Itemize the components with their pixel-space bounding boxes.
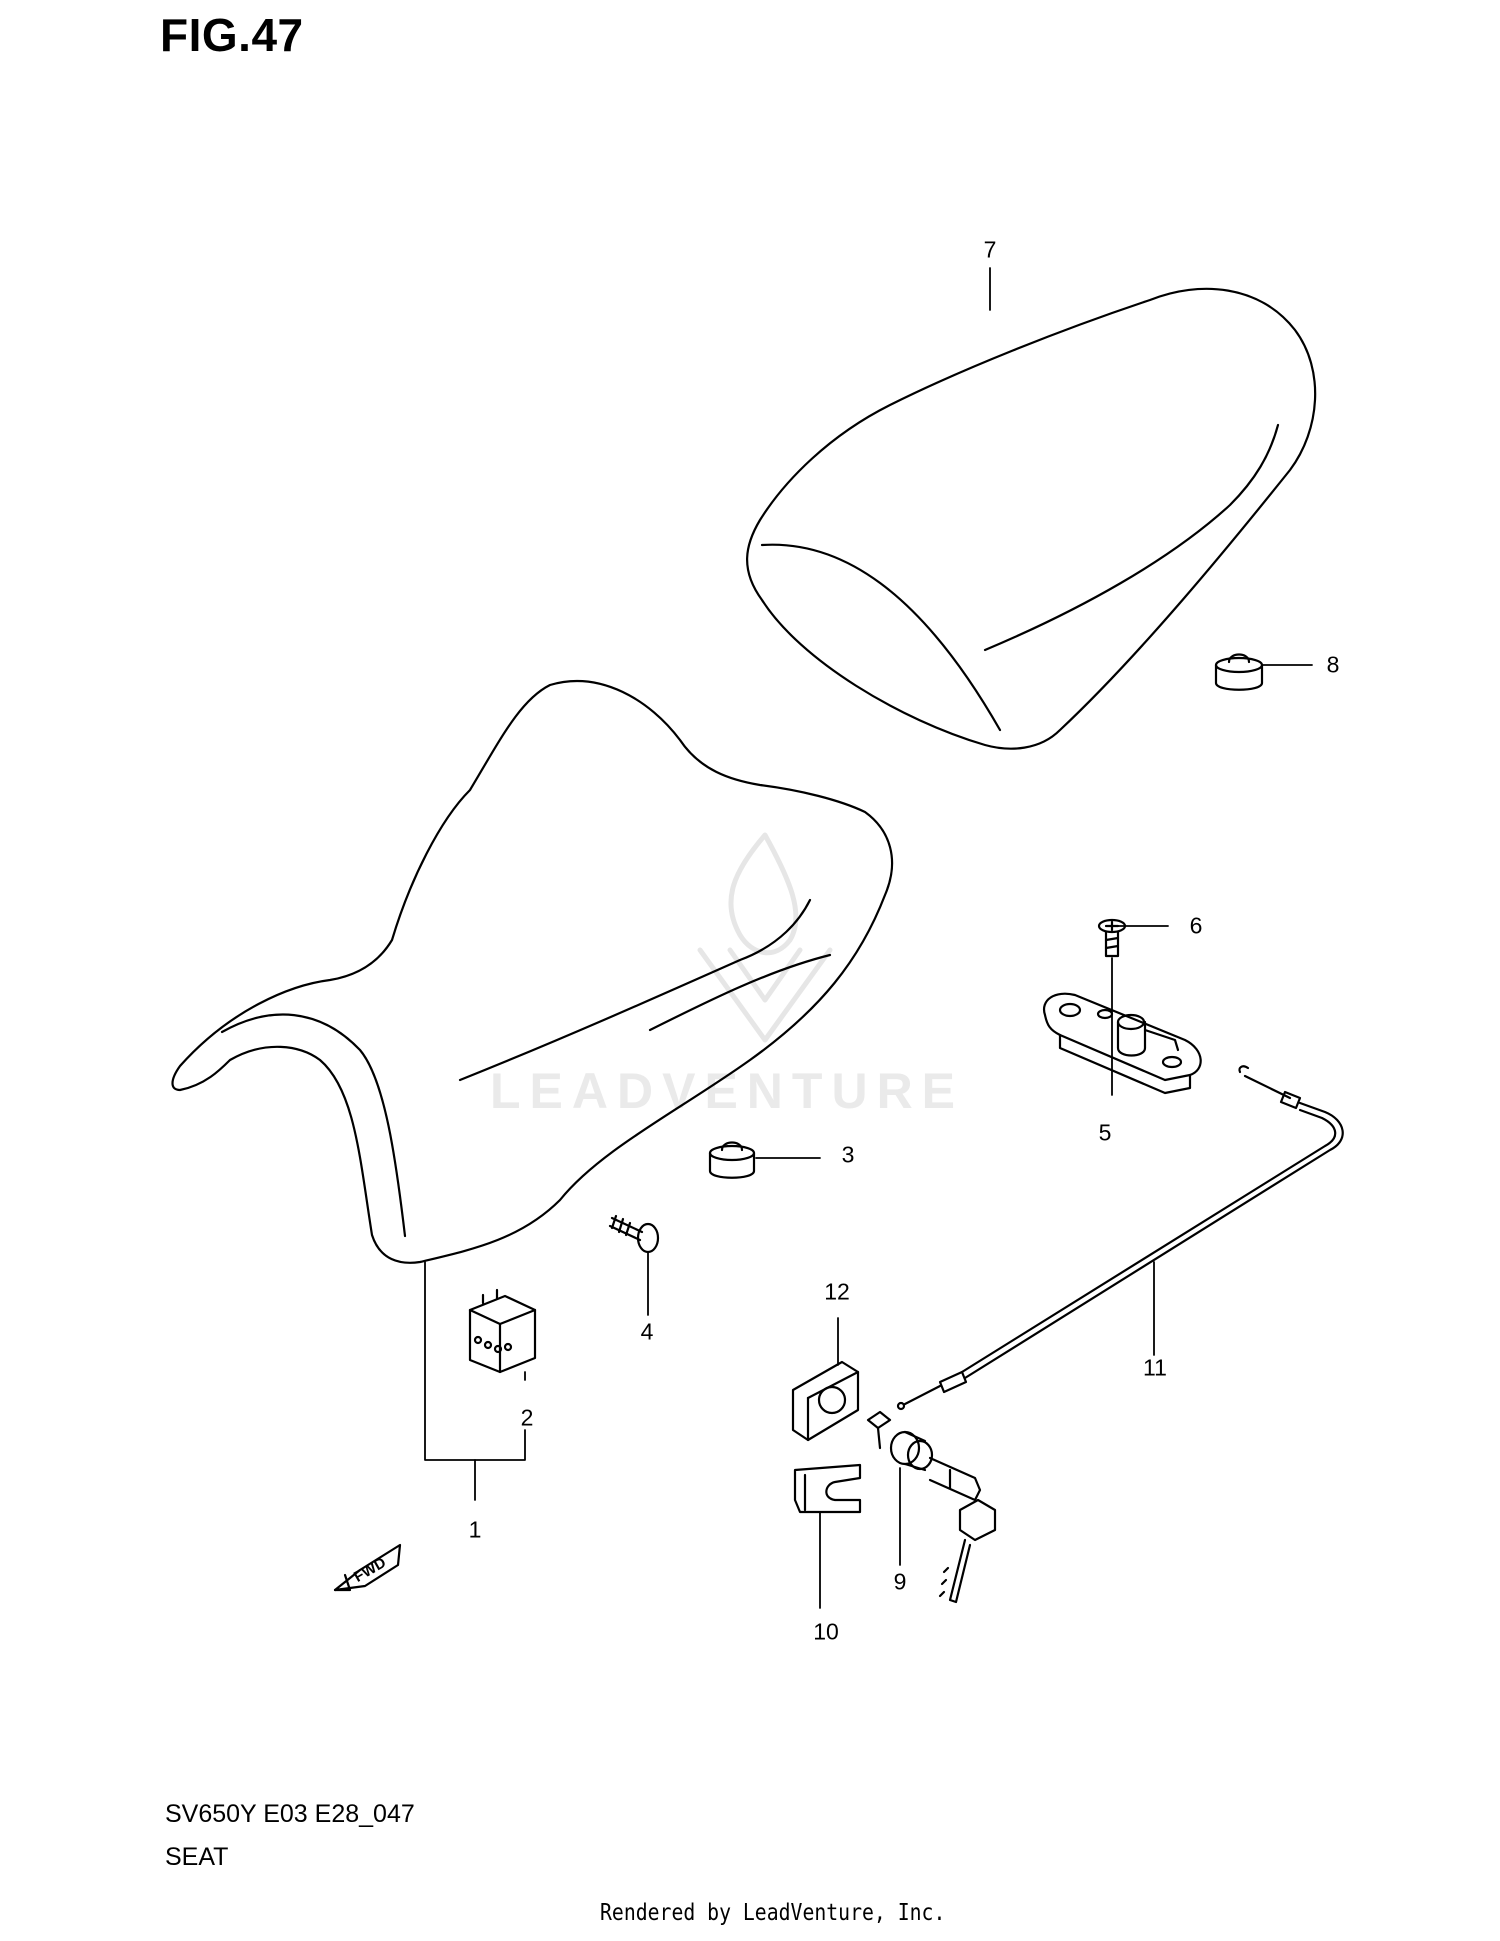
part-12-bracket-plate: [791, 1360, 860, 1442]
callout-8: 8: [1326, 651, 1340, 678]
figure-title: FIG.47: [160, 9, 304, 61]
render-credit: Rendered by LeadVenture, Inc.: [600, 1900, 946, 1926]
part-5-lock-bracket: [1042, 992, 1202, 1095]
callout-12: 12: [824, 1278, 850, 1305]
callout-11: 11: [1143, 1354, 1167, 1381]
part-10-clip: [793, 1463, 862, 1514]
part-7-rear-seat: [746, 287, 1317, 750]
callout-7: 7: [983, 236, 997, 263]
leader-lines: [424, 267, 1313, 1609]
callout-4: 4: [640, 1318, 654, 1345]
model-code: SV650Y E03 E28_047: [165, 1800, 415, 1828]
callout-3: 3: [841, 1141, 855, 1168]
callout-10: 10: [813, 1618, 839, 1645]
part-9-lock-set: [866, 1410, 997, 1604]
callout-1: 1: [468, 1516, 482, 1543]
part-8-cushion: [1214, 653, 1264, 691]
callout-2: 2: [520, 1404, 534, 1431]
callout-5: 5: [1098, 1119, 1112, 1146]
part-4-screw: [608, 1214, 660, 1254]
part-11-cable: [896, 1065, 1344, 1411]
fwd-arrow-icon: [333, 1543, 402, 1592]
part-3-cushion: [708, 1141, 756, 1179]
watermark-text: LEADVENTURE: [490, 1063, 965, 1119]
callout-9: 9: [893, 1568, 907, 1595]
section-name: SEAT: [165, 1843, 229, 1871]
part-2-clip: [468, 1288, 537, 1374]
callout-6: 6: [1189, 912, 1203, 939]
part-1-front-seat: [171, 680, 894, 1264]
